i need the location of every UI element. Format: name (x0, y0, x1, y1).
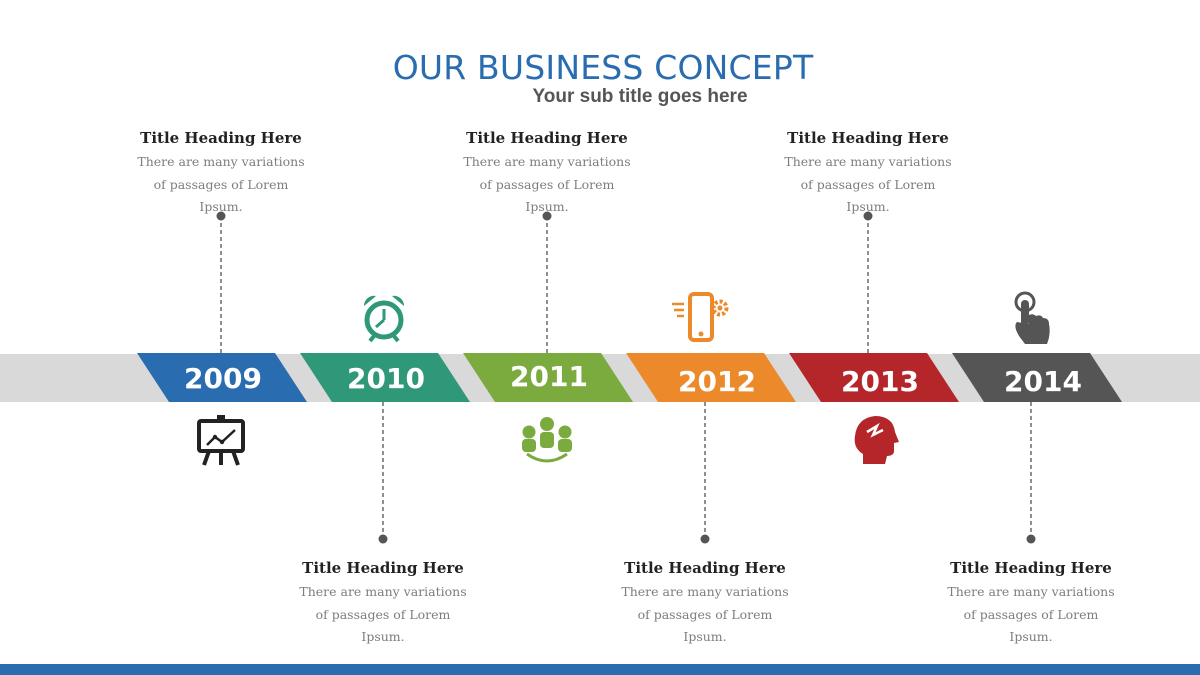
milestone-description: There are many variations of passages of… (947, 584, 1115, 644)
bottom-accent-bar (0, 664, 1200, 675)
connector-dot (378, 534, 388, 544)
connector-dot (542, 211, 552, 221)
milestone-description: There are many variations of passages of… (299, 584, 467, 644)
year-segment-2010: 2010 (300, 353, 470, 402)
year-segment-2012: 2012 (626, 353, 796, 402)
milestone-heading: Title Heading Here (302, 559, 464, 577)
year-segment-2011: 2011 (463, 353, 633, 402)
milestone-description: There are many variations of passages of… (621, 584, 789, 644)
team-group-icon (522, 417, 572, 463)
milestone-heading: Title Heading Here (624, 559, 786, 577)
year-label: 2010 (347, 362, 425, 395)
year-segment-2009: 2009 (137, 353, 307, 402)
milestone-heading: Title Heading Here (787, 129, 949, 147)
head-idea-icon (854, 416, 899, 464)
milestone-heading: Title Heading Here (466, 129, 628, 147)
presentation-board-icon (197, 415, 245, 466)
year-segment-2013: 2013 (789, 353, 959, 402)
connector-dot (216, 211, 226, 221)
milestone-heading: Title Heading Here (950, 559, 1112, 577)
year-label: 2014 (1004, 365, 1082, 398)
alarm-clock-icon (363, 295, 405, 343)
milestone-description: There are many variations of passages of… (784, 154, 952, 214)
slide-subtitle: Your sub title goes here (532, 86, 748, 107)
year-label: 2009 (184, 362, 262, 395)
connector-dot (1026, 534, 1036, 544)
milestone-description: There are many variations of passages of… (463, 154, 631, 214)
year-segment-2014: 2014 (952, 353, 1122, 402)
milestone-heading: Title Heading Here (140, 129, 302, 147)
smartphone-settings-icon (672, 292, 729, 342)
connector-dot (863, 211, 873, 221)
milestone-description: There are many variations of passages of… (137, 154, 305, 214)
connector-dot (700, 534, 710, 544)
year-label: 2013 (841, 365, 919, 398)
slide-title: OUR BUSINESS CONCEPT (392, 48, 814, 87)
year-label: 2011 (510, 360, 588, 393)
year-label: 2012 (678, 365, 756, 398)
touch-hand-icon (1014, 291, 1050, 344)
